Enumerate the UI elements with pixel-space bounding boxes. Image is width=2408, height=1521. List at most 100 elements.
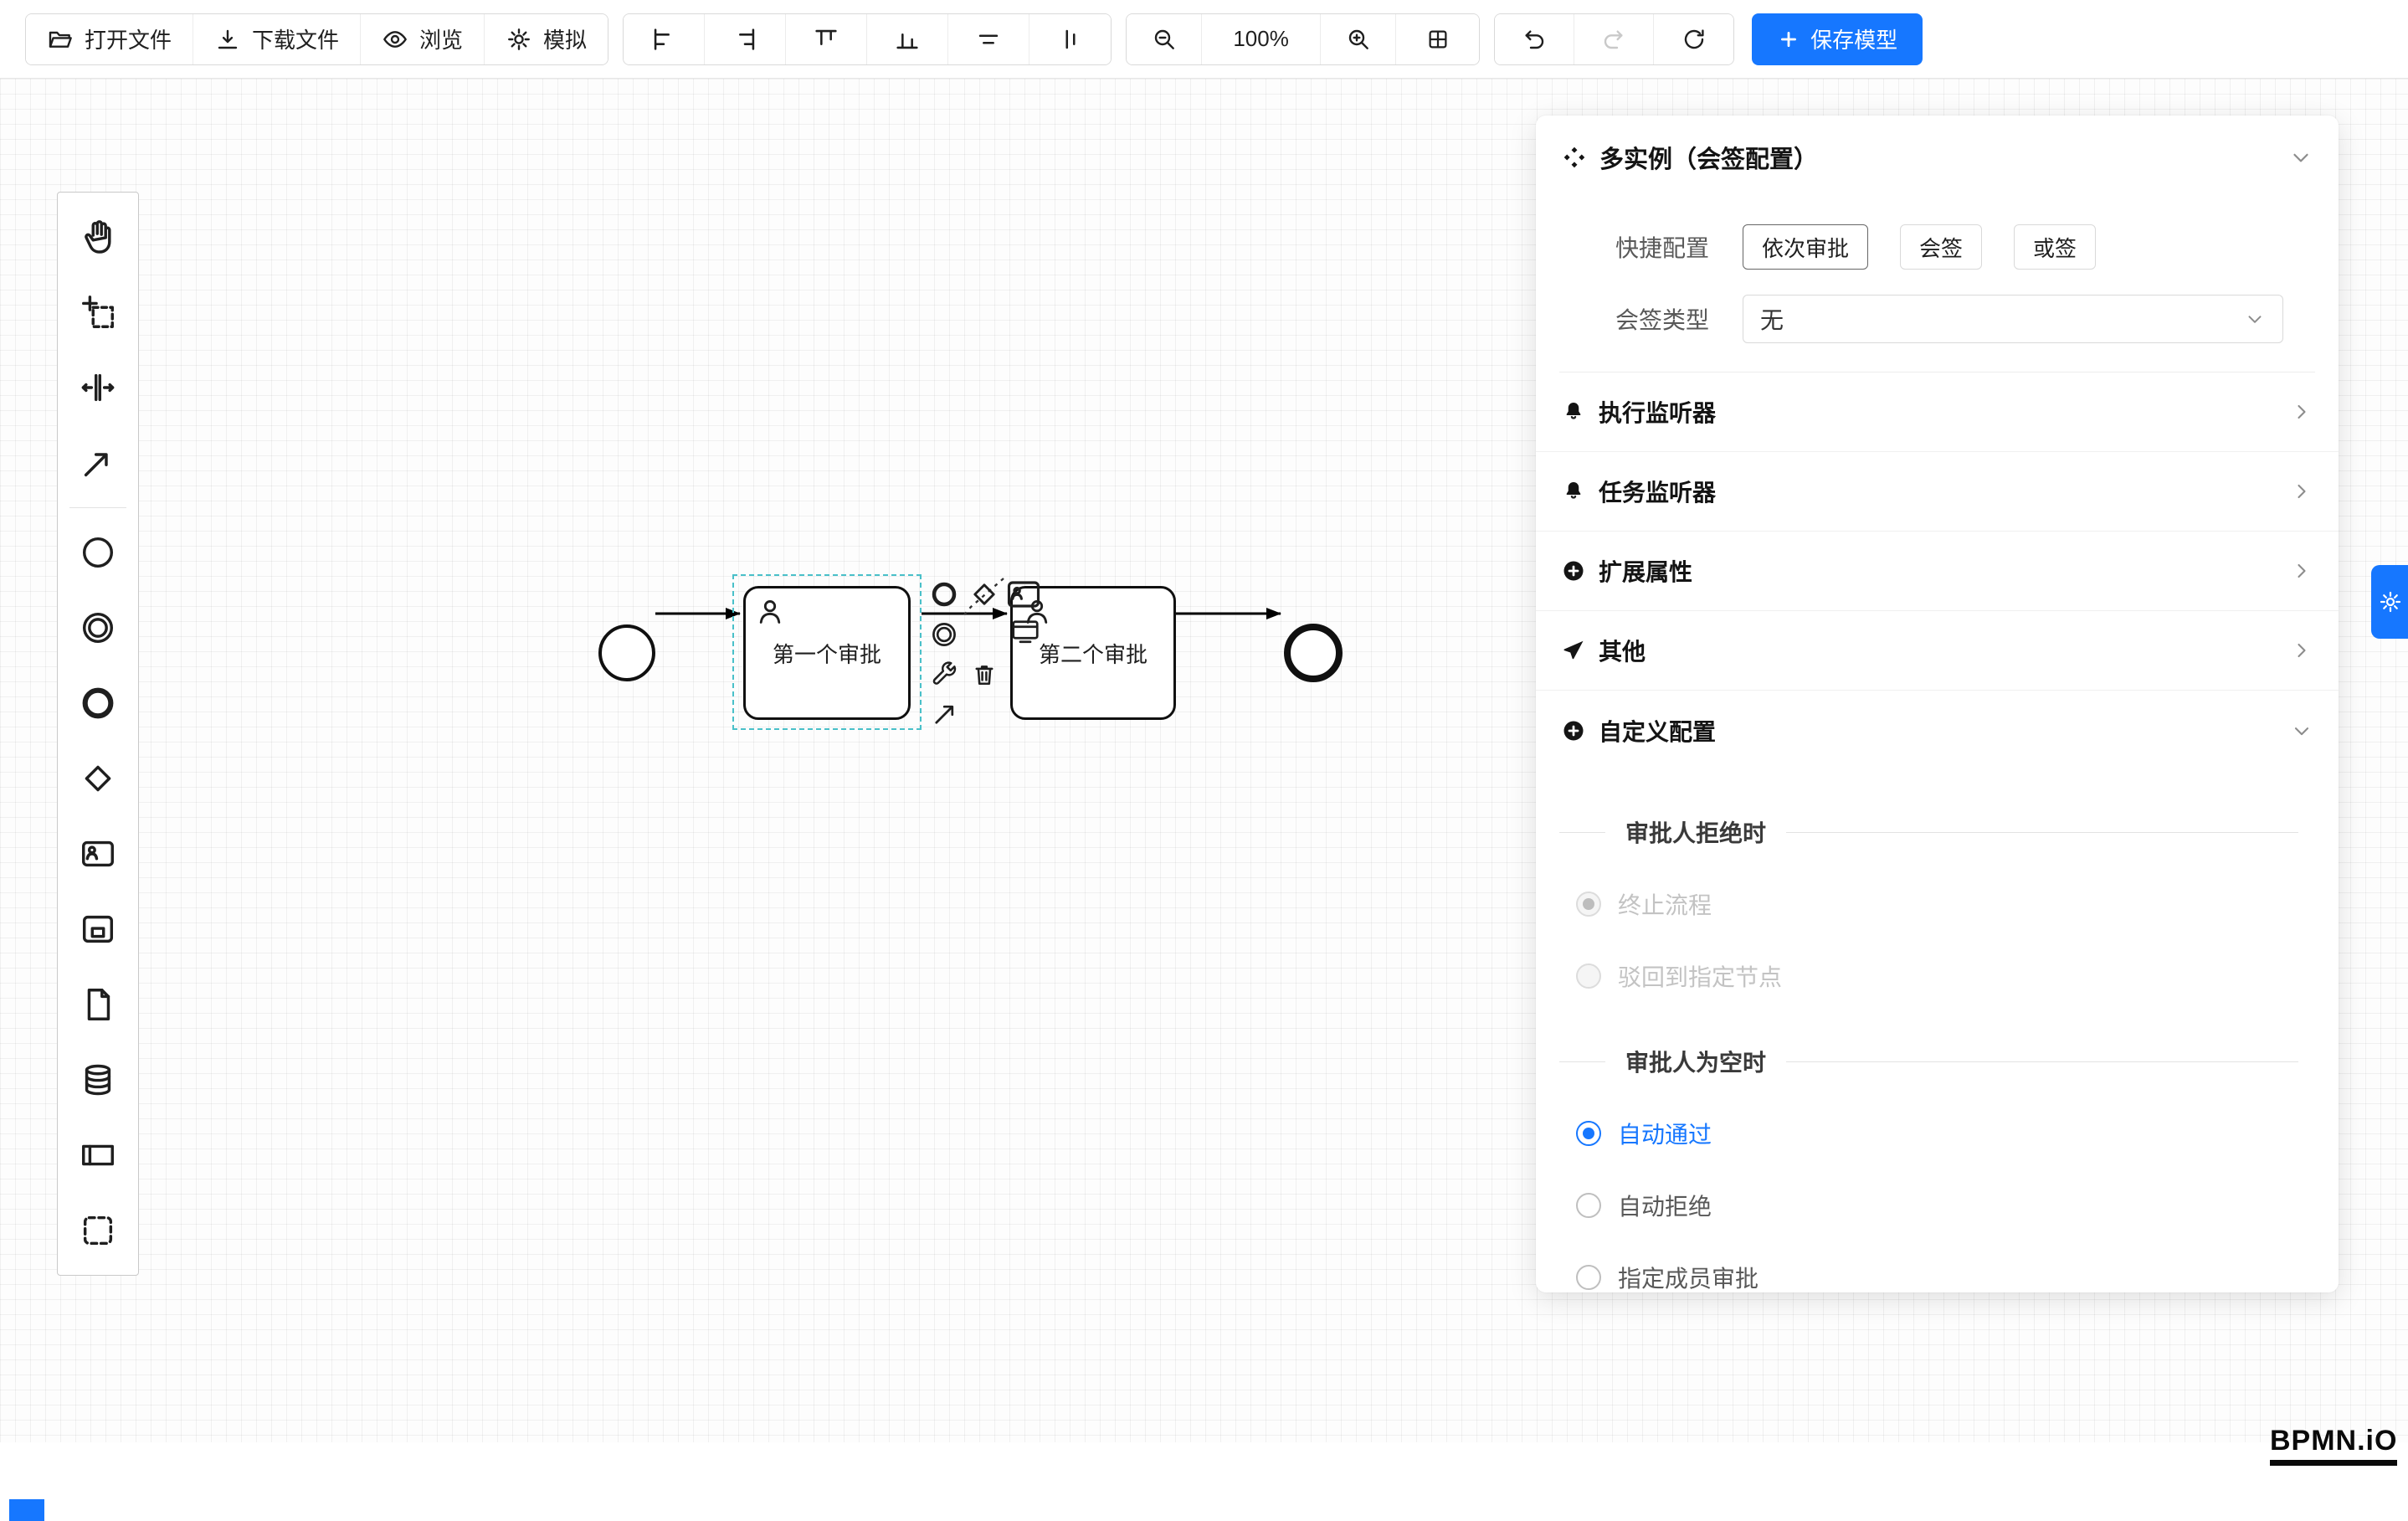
download-file-button[interactable]: 下载文件 — [193, 13, 362, 64]
redo-button[interactable] — [1574, 13, 1655, 64]
wrench-icon — [932, 661, 957, 685]
connect-arrow-icon — [935, 705, 954, 724]
section-other[interactable]: 其他 — [1536, 611, 2339, 691]
hand-icon — [85, 220, 111, 254]
create-group[interactable] — [58, 1193, 138, 1268]
align-right-icon — [739, 28, 755, 50]
task-second-approval[interactable]: 第二个审批 — [1010, 586, 1176, 720]
section-task-listener[interactable]: 任务监听器 — [1536, 452, 2339, 532]
space-tool[interactable] — [58, 350, 138, 425]
align-bottom-button[interactable] — [867, 13, 949, 64]
download-file-label: 下载文件 — [252, 28, 340, 53]
global-connect-tool[interactable] — [58, 425, 138, 501]
history-button-group — [1494, 13, 1735, 65]
end-event-shape[interactable] — [1284, 624, 1343, 682]
context-pad — [927, 578, 1137, 762]
settings-tab[interactable] — [2371, 565, 2408, 639]
user-task-icon — [1007, 581, 1040, 608]
open-file-button[interactable]: 打开文件 — [26, 13, 194, 64]
fit-viewport-button[interactable] — [1396, 13, 1480, 64]
section-custom-config[interactable]: 自定义配置 — [1536, 691, 2339, 770]
plus-circle-icon — [1563, 721, 1584, 740]
lasso-tool[interactable] — [58, 275, 138, 350]
download-icon — [218, 29, 238, 49]
undo-button[interactable] — [1495, 13, 1575, 64]
align-left-button[interactable] — [624, 13, 706, 64]
radio-icon — [1576, 1121, 1601, 1146]
create-subprocess[interactable] — [58, 892, 138, 967]
delete-button[interactable] — [968, 658, 1001, 691]
space-tool-icon — [81, 373, 115, 402]
quick-option-countersign[interactable]: 会签 — [1900, 224, 1983, 270]
radio-assign-member[interactable]: 指定成员审批 — [1536, 1261, 2339, 1292]
quick-option-orsign[interactable]: 或签 — [2014, 224, 2097, 270]
append-intermediate-event-button[interactable] — [927, 618, 961, 651]
create-data-store[interactable] — [58, 1042, 138, 1118]
quick-option-sequential[interactable]: 依次审批 — [1743, 224, 1869, 270]
bpmn-io-logo[interactable]: BPMN.iO — [2270, 1425, 2398, 1466]
section-label: 自定义配置 — [1599, 718, 1717, 745]
empty-section-divider: 审批人为空时 — [1536, 1045, 2339, 1078]
align-middle-vertical-button[interactable] — [1029, 13, 1112, 64]
group-icon — [83, 1215, 113, 1246]
zoom-out-button[interactable] — [1127, 13, 1203, 64]
create-user-task[interactable] — [58, 816, 138, 892]
user-icon — [759, 600, 781, 624]
align-center-horizontal-button[interactable] — [948, 13, 1030, 64]
user-task-icon — [82, 840, 114, 867]
chevron-right-icon — [2290, 480, 2313, 503]
create-gateway[interactable] — [58, 741, 138, 816]
append-gateway-button[interactable] — [968, 578, 1001, 611]
append-user-task-button[interactable] — [1006, 579, 1041, 609]
create-data-object[interactable] — [58, 967, 138, 1042]
create-start-event[interactable] — [58, 515, 138, 590]
task-label: 第二个审批 — [1038, 641, 1148, 667]
preview-label: 浏览 — [419, 28, 464, 53]
refresh-button[interactable] — [1654, 13, 1734, 64]
bottom-left-blue-tab[interactable] — [9, 1499, 44, 1521]
chevron-right-icon — [2290, 400, 2313, 424]
simulate-button[interactable]: 模拟 — [485, 13, 608, 64]
align-right-button[interactable] — [705, 13, 787, 64]
radio-auto-reject[interactable]: 自动拒绝 — [1536, 1189, 2339, 1222]
radio-label: 指定成员审批 — [1618, 1266, 1759, 1292]
plus-circle-icon — [1563, 561, 1584, 581]
zoom-in-button[interactable] — [1321, 13, 1397, 64]
append-end-event-button[interactable] — [927, 578, 961, 611]
quick-config-label: 快捷配置 — [1615, 235, 1709, 261]
create-intermediate-event[interactable] — [58, 590, 138, 665]
radio-return-to-node[interactable]: 驳回到指定节点 — [1536, 959, 2339, 993]
reject-section-divider: 审批人拒绝时 — [1536, 815, 2339, 849]
hand-tool[interactable] — [58, 199, 138, 275]
task-first-approval[interactable]: 第一个审批 — [743, 586, 911, 720]
append-call-activity-button[interactable] — [1009, 618, 1041, 645]
connect-tool-button[interactable] — [929, 696, 963, 730]
preview-button[interactable]: 浏览 — [361, 13, 485, 64]
connect-arrow-icon — [84, 453, 108, 477]
section-execution-listener[interactable]: 执行监听器 — [1536, 373, 2339, 452]
create-end-event[interactable] — [58, 665, 138, 741]
create-participant[interactable] — [58, 1118, 138, 1193]
data-store-icon — [85, 1064, 111, 1096]
change-type-button[interactable] — [927, 658, 961, 691]
reject-section-title: 审批人拒绝时 — [1625, 820, 1767, 846]
align-left-icon — [654, 28, 670, 50]
radio-icon — [1576, 1265, 1601, 1290]
radio-auto-pass[interactable]: 自动通过 — [1536, 1117, 2339, 1150]
radio-terminate-process[interactable]: 终止流程 — [1536, 887, 2339, 921]
redo-icon — [1604, 29, 1623, 49]
subprocess-icon — [82, 915, 114, 943]
section-extended-properties[interactable]: 扩展属性 — [1536, 532, 2339, 611]
align-top-button[interactable] — [786, 13, 868, 64]
start-event-shape[interactable] — [598, 624, 655, 681]
gear-icon — [2380, 591, 2401, 613]
align-bottom-icon — [896, 33, 918, 49]
align-button-group — [623, 13, 1112, 65]
save-model-button[interactable]: 保存模型 — [1752, 13, 1923, 65]
sign-type-select[interactable]: 无 — [1743, 295, 2283, 343]
radio-icon — [1576, 963, 1601, 989]
open-file-label: 打开文件 — [85, 28, 172, 53]
custom-config-content: 审批人拒绝时 终止流程 驳回到指定节点 审批人为空时 自动通过 自动拒绝 指定成… — [1536, 815, 2339, 1292]
radio-label: 自动拒绝 — [1618, 1194, 1712, 1220]
panel-header[interactable]: 多实例（会签配置） — [1536, 116, 2339, 199]
